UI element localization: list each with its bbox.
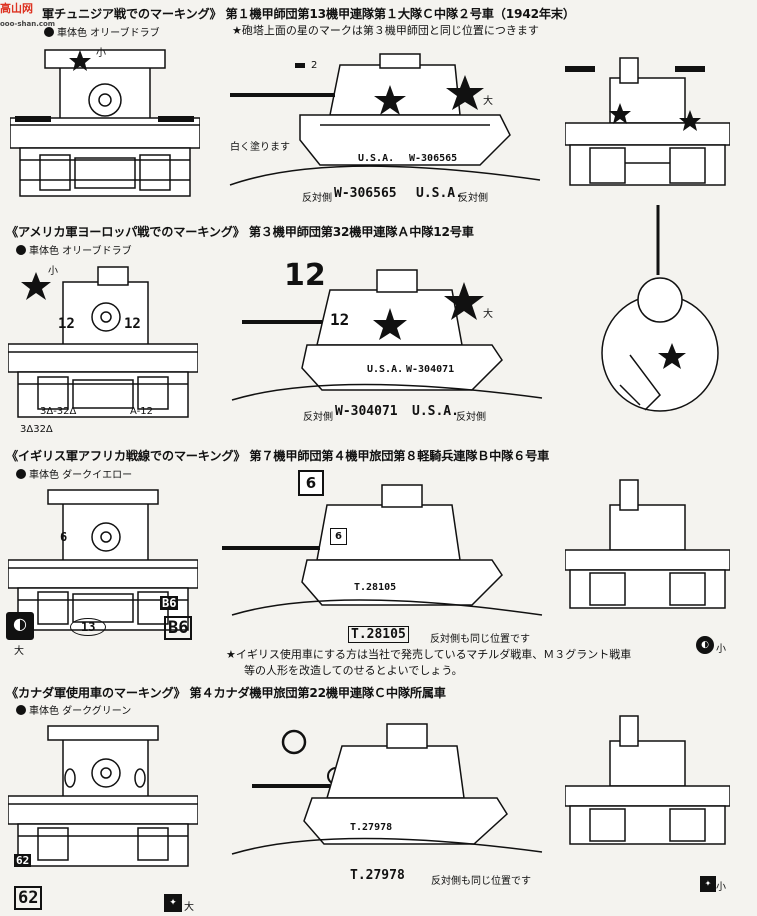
section1-paint-note: 白く塗ります bbox=[230, 142, 290, 153]
section2-opp-reg: W-304071 bbox=[335, 404, 398, 419]
section2-header: 《アメリカ軍ヨーロッパ戦でのマーキング》 第３機甲師団第32機甲連隊Ａ中隊12号… bbox=[6, 225, 474, 239]
section4-header: 《カナダ軍使用車のマーキング》 第４カナダ機甲旅団第22機甲連隊Ｃ中隊所属車 bbox=[6, 686, 446, 700]
color-swatch-icon bbox=[44, 27, 54, 37]
section2-opp-label2: 反対側 bbox=[456, 412, 486, 423]
section3-opp-note: 反対側も同じ位置です bbox=[430, 634, 530, 645]
section2-side-view bbox=[212, 260, 552, 405]
section3-header: 《イギリス軍アフリカ戦線でのマーキング》 第７機甲師団第４機甲旅団第８軽騎兵連隊… bbox=[6, 449, 550, 463]
section2-front-num-l: 12 bbox=[58, 316, 75, 332]
section3-note1: ★イギリス使用車にする方は当社で発売しているマチルダ戦車、Ｍ３グラント戦車 bbox=[226, 648, 632, 661]
section2-top-view bbox=[590, 205, 730, 430]
section3-color-label: 車体色 ダークイエロー bbox=[16, 466, 132, 481]
section1-opp-usa: U.S.A. bbox=[416, 186, 463, 201]
section1-side-reg: W-306565 bbox=[409, 153, 458, 164]
section2-front-num-r: 12 bbox=[124, 316, 141, 332]
section3-small-label: 小 bbox=[716, 644, 726, 655]
section3-side-num: 6 bbox=[330, 528, 347, 545]
section4-opp-note: 反対側も同じ位置です bbox=[431, 876, 531, 887]
section1-color-label: 車体色 オリーブドラブ bbox=[44, 24, 160, 39]
section1-num2: 2 bbox=[311, 60, 318, 71]
section3-plate-b6-small: B6 bbox=[160, 596, 179, 610]
section3-opp-reg: T.28105 bbox=[348, 626, 409, 643]
color-swatch-icon bbox=[16, 705, 26, 715]
section4-side-view bbox=[212, 706, 552, 856]
section4-rear-view bbox=[565, 706, 730, 856]
section4-small-label: 小 bbox=[716, 882, 726, 893]
section2-big-num: 12 bbox=[284, 258, 326, 293]
section2-front-code-r: A-12 bbox=[130, 406, 153, 417]
section3-front-view bbox=[8, 482, 198, 632]
section4-plate-62: 62 bbox=[14, 854, 32, 867]
section3-note2: 等の人形を改造してのせるとよいでしょう。 bbox=[244, 664, 463, 677]
section3-box-num: 6 bbox=[298, 470, 324, 496]
section4-front-view bbox=[8, 718, 198, 868]
section1-header: 軍チュニジア戦でのマーキング》 第１機甲師団第13機甲連隊第１大隊Ｃ中隊２号車（… bbox=[42, 7, 575, 21]
section2-color-label: 車体色 オリーブドラブ bbox=[16, 242, 132, 257]
section3-side-view bbox=[212, 470, 552, 620]
section1-side-usa: U.S.A. bbox=[358, 153, 395, 164]
section4-large-label: 大 bbox=[184, 902, 194, 913]
maple-leaf-icon: ✦ bbox=[700, 876, 716, 892]
color-swatch-icon bbox=[16, 469, 26, 479]
section2-front-view bbox=[8, 262, 198, 422]
section2-opp-label: 反対側 bbox=[303, 412, 333, 423]
section2-side-reg: W-304071 bbox=[406, 364, 455, 375]
section2-large-label: 大 bbox=[483, 309, 493, 320]
section3-plate-13: 13 bbox=[70, 618, 107, 636]
section3-rear-badge-icon: ◐ bbox=[696, 636, 714, 654]
section1-note: ★砲塔上面の星のマークは第３機甲師団と同じ位置につきます bbox=[232, 24, 539, 37]
section3-large-label: 大 bbox=[14, 646, 24, 657]
section3-front-num: 6 bbox=[60, 530, 68, 544]
section1-opp-reg: W-306565 bbox=[334, 186, 397, 201]
maple-leaf-icon: ✦ bbox=[164, 894, 182, 912]
section1-side-view bbox=[210, 40, 550, 190]
section1-rear-view bbox=[565, 48, 730, 188]
section3-badge-icon: ◐ bbox=[6, 612, 34, 640]
section2-front-code-l: 3Δ-32Δ bbox=[40, 406, 77, 417]
section2-front-code2: 3Δ32Δ bbox=[20, 424, 53, 435]
color-swatch-icon bbox=[16, 245, 26, 255]
section3-rear-view bbox=[565, 470, 730, 610]
section2-turret-num: 12 bbox=[330, 310, 350, 329]
section1-opp-label2: 反対側 bbox=[458, 193, 488, 204]
section4-plate-62b: 62 bbox=[14, 886, 43, 910]
section4-side-reg: T.27978 bbox=[350, 822, 393, 833]
section4-opp-reg: T.27978 bbox=[350, 868, 405, 883]
section4-color-label: 車体色 ダークグリーン bbox=[16, 702, 131, 717]
section2-side-usa: U.S.A. bbox=[367, 364, 404, 375]
section1-large-label: 大 bbox=[483, 96, 493, 107]
section2-small-label: 小 bbox=[48, 266, 58, 277]
section3-plate-b6: B6 bbox=[164, 616, 193, 640]
section2-opp-usa: U.S.A. bbox=[412, 404, 459, 419]
section1-opp-label: 反対側 bbox=[302, 193, 332, 204]
section1-small-label: 小 bbox=[96, 48, 106, 59]
section3-side-reg: T.28105 bbox=[354, 582, 397, 593]
section1-front-view bbox=[10, 40, 200, 200]
